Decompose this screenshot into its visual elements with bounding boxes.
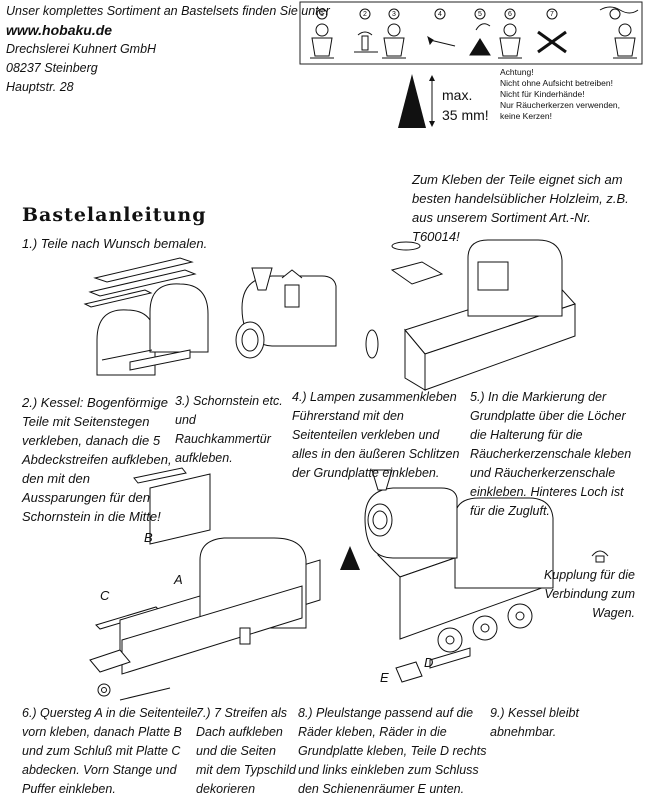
step-3: 3.) Schornstein etc. und Rauchkammertür … xyxy=(175,394,283,465)
icon-number: 7 xyxy=(550,11,554,18)
part-label-e: E xyxy=(380,670,389,685)
icon-number: 3 xyxy=(392,11,396,18)
step-7: 7.) 7 Streifen als Dach aufkleben und di… xyxy=(196,706,296,796)
step-4: 4.) Lampen zusammenkleben Führerstand mi… xyxy=(292,390,460,480)
step-1: 1.) Teile nach Wunsch bemalen. xyxy=(22,236,208,251)
icon-number: 1 xyxy=(320,11,324,18)
figure-icon-3 xyxy=(382,8,406,59)
step-6: 6.) Quersteg A in die Seitenteile vorn k… xyxy=(22,706,198,796)
match-icon-4 xyxy=(427,8,456,47)
small-cone-icon xyxy=(340,546,360,570)
city: 08237 Steinberg xyxy=(6,61,98,75)
smokebox-drawing xyxy=(235,267,337,359)
icon-number: 6 xyxy=(508,11,512,18)
warning-line: Nicht für Kinderhände! xyxy=(500,89,585,99)
safety-warning: Achtung! Nicht ohne Aufsicht betreiben! … xyxy=(500,67,620,122)
figure-icon-2 xyxy=(354,8,378,53)
website-link[interactable]: www.hobaku.de xyxy=(6,22,113,38)
assembly-drawing-right xyxy=(364,469,554,683)
prohibited-icon-7 xyxy=(537,8,567,54)
warning-line: Nicht ohne Aufsicht betreiben! xyxy=(500,78,613,88)
page-title: Bastelanleitung xyxy=(22,204,207,226)
step-9: 9.) Kessel bleibt abnehmbar. xyxy=(490,706,579,739)
coupling-icon xyxy=(591,550,609,557)
glue-note: Zum Kleben der Teile eignet sich am best… xyxy=(412,172,629,244)
warning-line: Achtung! xyxy=(500,67,534,77)
base-plate-drawing xyxy=(365,239,576,391)
step-8: 8.) Pleulstange passend auf die Räder kl… xyxy=(298,706,487,796)
max-value: 35 mm! xyxy=(442,107,489,123)
assembly-drawing-left xyxy=(89,467,321,701)
figure-icon-1 xyxy=(310,8,334,59)
boiler-parts-drawing xyxy=(83,257,209,376)
step-5: 5.) In die Markierung der Grundplatte üb… xyxy=(470,390,632,518)
street: Hauptstr. 28 xyxy=(6,80,74,94)
company-name: Drechslerei Kuhnert GmbH xyxy=(6,42,157,56)
icon-number: 4 xyxy=(438,11,442,18)
incense-cone-icon xyxy=(398,74,426,128)
part-label-c: C xyxy=(100,588,110,603)
warning-line: Nur Räucherkerzen verwenden, xyxy=(500,100,621,110)
no-candle-icon-6 xyxy=(498,8,522,59)
coupling-note: Kupplung für die Verbindung zum Wagen. xyxy=(543,568,635,620)
part-label-d: D xyxy=(424,655,434,670)
warning-line: keine Kerzen! xyxy=(500,111,552,121)
safety-strip-frame xyxy=(299,1,643,65)
max-text: max. xyxy=(442,87,473,103)
icon-number: 5 xyxy=(478,11,482,18)
address-block: Unser komplettes Sortiment an Bastelsets… xyxy=(6,2,330,97)
flame-icon-5 xyxy=(469,8,491,56)
step-2: 2.) Kessel: Bogenförmige Teile mit Seite… xyxy=(22,395,172,524)
smoking-figure-icon xyxy=(599,6,639,59)
icon-number: 2 xyxy=(363,11,367,18)
max-size-label: max. 35 mm! xyxy=(430,85,489,125)
part-label-a: A xyxy=(174,572,183,587)
safety-icons xyxy=(310,6,639,59)
part-label-b: B xyxy=(144,530,153,545)
icon-numbers: 1 2 3 4 5 6 7 xyxy=(320,11,554,18)
catalog-note: Unser komplettes Sortiment an Bastelsets… xyxy=(6,4,330,18)
